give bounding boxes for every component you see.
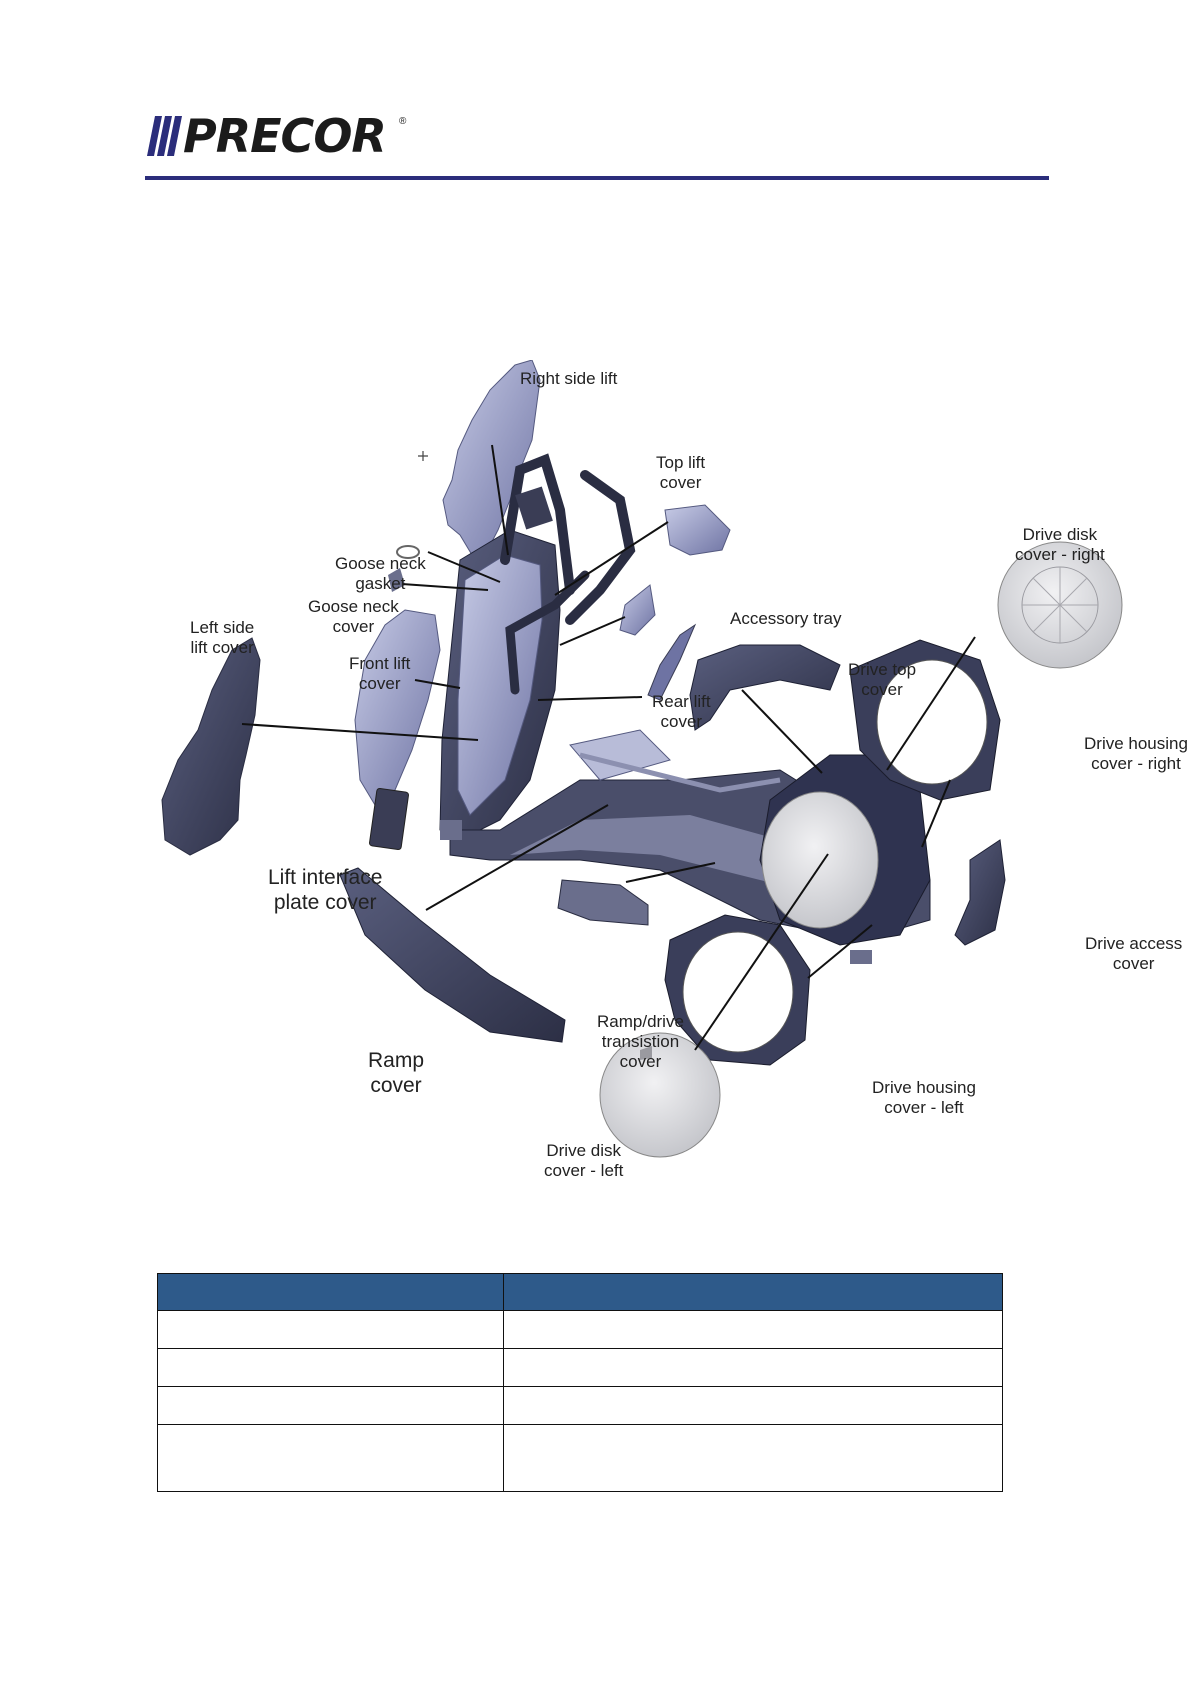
rear-lift-cover-part	[647, 623, 697, 701]
header-divider	[145, 176, 1049, 180]
table-cell	[503, 1386, 1003, 1425]
top-lift-cover-part	[664, 504, 731, 556]
elliptical-main-body	[439, 453, 931, 964]
table-row	[157, 1424, 1003, 1492]
front-lift-cover-part	[354, 609, 441, 806]
table-cell	[157, 1348, 504, 1387]
accessory-tray-part	[619, 584, 656, 636]
drive-access-cover-part	[954, 839, 1006, 946]
diagram-illustration	[161, 360, 1123, 1158]
table-cell	[157, 1424, 504, 1492]
left-side-lift-cover-part	[161, 637, 261, 856]
drive-housing-cover-right-part	[849, 639, 1001, 801]
leader-lines	[241, 444, 976, 1051]
label-right-side-lift: Right side lift	[520, 369, 618, 388]
table-header-cell	[503, 1273, 1003, 1311]
drive-housing-cover-left-part	[664, 914, 811, 1066]
parts-table	[157, 1273, 1003, 1492]
registered-mark: ®	[399, 116, 407, 127]
ramp-drive-transition-cover-part	[557, 879, 649, 926]
table-cell	[503, 1310, 1003, 1349]
table-cell	[503, 1348, 1003, 1387]
logo-wordmark: PRECOR	[183, 109, 387, 163]
drive-disk-cover-left-part	[599, 1032, 721, 1158]
right-side-lift-part	[418, 360, 541, 561]
table-header-cell	[157, 1273, 504, 1311]
table-row	[157, 1348, 1003, 1387]
table-row	[157, 1386, 1003, 1425]
table-cell	[503, 1424, 1003, 1492]
table-cell	[157, 1386, 504, 1425]
goose-neck-cover-part	[388, 568, 405, 592]
ramp-cover-part	[339, 867, 566, 1043]
drive-disk-cover-right-part	[997, 541, 1123, 669]
lift-interface-plate-part	[369, 787, 409, 851]
table-header-row	[157, 1273, 1003, 1311]
table-row	[157, 1310, 1003, 1349]
page-header: PRECOR ®	[0, 0, 1191, 190]
goose-neck-gasket-part	[396, 545, 420, 559]
table-cell	[157, 1310, 504, 1349]
logo-stripes-icon	[147, 116, 182, 156]
precor-logo: PRECOR ®	[147, 109, 417, 163]
label-accessory-tray: Accessory tray	[730, 609, 842, 628]
drive-top-cover-part	[689, 644, 841, 731]
